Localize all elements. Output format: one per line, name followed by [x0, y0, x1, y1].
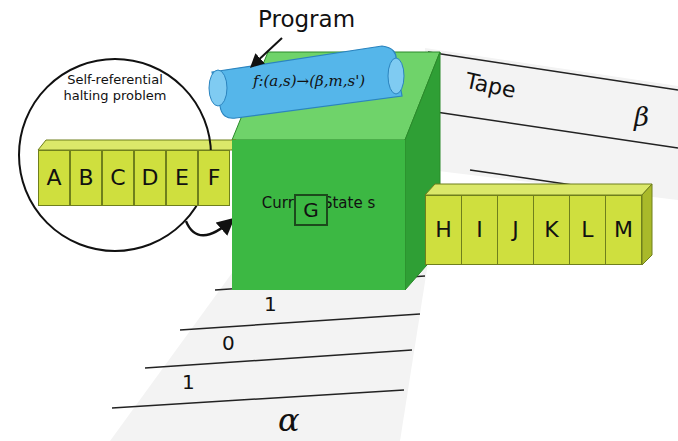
- tape-cell: M: [605, 195, 642, 265]
- tape-cell: E: [166, 150, 198, 206]
- tape-digit: 0: [222, 333, 235, 353]
- node-text: G: [303, 198, 319, 223]
- node-text: L: [581, 216, 593, 244]
- tape-top: [425, 48, 678, 200]
- tape-lines: [428, 52, 678, 192]
- tape-cell: H: [425, 195, 462, 265]
- tape-cell: J: [497, 195, 534, 265]
- node-text: Self-referential halting problem: [45, 72, 185, 105]
- node-text: F: [208, 164, 221, 192]
- tape-cell: B: [70, 150, 102, 206]
- tape-cell: L: [569, 195, 606, 265]
- head-box: Current State sG: [232, 140, 405, 290]
- leader-arrow: [252, 38, 282, 66]
- curved-arrow: [186, 220, 232, 235]
- cell-tops: [38, 140, 236, 150]
- tape-cell: K: [533, 195, 570, 265]
- node-text: f:(a,s)→(β,m,s'): [253, 72, 365, 91]
- tape-lines: [112, 276, 425, 408]
- tape-cell: A: [38, 150, 70, 206]
- node-text: M: [614, 216, 633, 244]
- program-scroll: [209, 46, 404, 118]
- program-formula: f:(a,s)→(β,m,s'): [226, 64, 392, 98]
- node-text: C: [110, 164, 125, 192]
- tape-symbol: α: [278, 404, 300, 436]
- tape-cell: C: [102, 150, 134, 206]
- tape-cell: I: [461, 195, 498, 265]
- node-text: I: [476, 216, 483, 244]
- node-text: B: [78, 164, 93, 192]
- state-box: G: [294, 194, 328, 226]
- tape-cell: F: [198, 150, 230, 206]
- node-text: K: [544, 216, 558, 244]
- node-text: E: [175, 164, 189, 192]
- node-text: D: [142, 164, 159, 192]
- tape-cell: D: [134, 150, 166, 206]
- node-text: A: [46, 164, 61, 192]
- tape-digit: 1: [182, 372, 195, 392]
- tape-digit: 1: [264, 294, 277, 314]
- tape-symbol: β: [634, 104, 649, 130]
- program-label: Program: [258, 8, 355, 31]
- cell-tops: [425, 184, 652, 265]
- node-text: H: [435, 216, 452, 244]
- node-text: J: [512, 216, 519, 244]
